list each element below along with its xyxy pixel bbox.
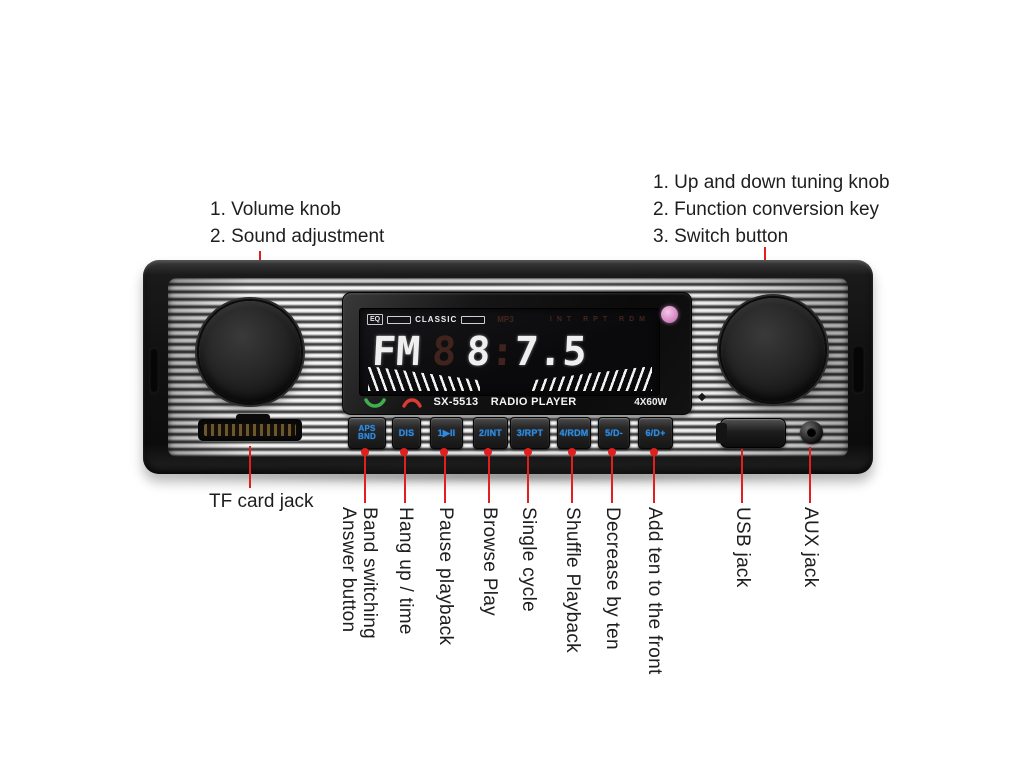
pointer-line-aux — [809, 447, 811, 503]
label-browse-play: Browse Play — [479, 507, 500, 616]
player-label: RADIO PLAYER — [490, 396, 577, 408]
tf-card-contacts — [204, 424, 296, 436]
pointer-dot-key4 — [484, 448, 492, 456]
volume-annotation-line1: 1. Volume knob — [210, 199, 341, 220]
power-rating: 4X60W — [634, 397, 667, 408]
branding-text: SX-5513 RADIO PLAYER — [331, 396, 679, 408]
tuning-annotation: 1. Up and down tuning knob 2. Function c… — [653, 169, 890, 250]
key-aps-bnd-bottom: BND — [358, 432, 376, 441]
pointer-line-key3 — [444, 453, 446, 503]
key-aps-bnd[interactable]: APS BND — [348, 417, 386, 449]
tf-card-slot[interactable] — [198, 414, 302, 441]
label-hang-up-time: Hang up / time — [395, 507, 416, 635]
aux-jack[interactable] — [800, 421, 823, 444]
band-indicator: FM — [370, 329, 422, 375]
hang-up-icon — [402, 398, 422, 408]
power-led — [661, 306, 678, 323]
pointer-line-key4 — [488, 453, 490, 503]
label-add-ten: Add ten to the front — [644, 507, 665, 675]
volume-knob[interactable] — [199, 301, 301, 403]
pointer-line-key7 — [611, 453, 613, 503]
key-4-rdm[interactable]: 4/RDM — [557, 417, 591, 449]
pointer-dot-key7 — [608, 448, 616, 456]
label-answer-band: Answer button Band switching — [338, 507, 380, 639]
lcd-display: EQ CLASSIC MP3 INT RPT RDM FM 8 8 : 7.5 — [359, 308, 660, 396]
volume-annotation-line2: 2. Sound adjustment — [210, 226, 385, 247]
key-6-d-plus[interactable]: 6/D+ — [638, 417, 673, 449]
unit-shadow — [165, 468, 855, 484]
release-key-slot-left — [149, 347, 159, 394]
tf-card-label: TF card jack — [209, 491, 314, 512]
mode-indicators: INT RPT RDM — [549, 316, 650, 323]
pointer-line-key5 — [527, 453, 529, 503]
pointer-dot-key1 — [361, 448, 369, 456]
pointer-dot-key6 — [568, 448, 576, 456]
pointer-dot-key2 — [400, 448, 408, 456]
lcd-indicator-row: EQ CLASSIC MP3 INT RPT RDM — [360, 313, 659, 326]
volume-annotation: 1. Volume knob 2. Sound adjustment — [210, 196, 384, 250]
pointer-dot-key3 — [440, 448, 448, 456]
pointer-line-key6 — [571, 453, 573, 503]
pointer-line-key1 — [364, 453, 366, 503]
ghost-digit: 8 — [430, 329, 458, 375]
classic-bracket-right — [461, 315, 486, 324]
label-single-cycle: Single cycle — [518, 507, 539, 612]
key-3-rpt[interactable]: 3/RPT — [510, 417, 550, 449]
label-pause-playback: Pause playback — [435, 507, 456, 646]
colon-separator: : — [489, 329, 516, 375]
frequency-decimal: 7.5 — [513, 329, 588, 375]
tuning-annotation-line2: 2. Function conversion key — [653, 199, 880, 220]
pointer-line-key2 — [404, 453, 406, 503]
label-band-switching: Band switching — [359, 507, 380, 639]
label-decrease-by-ten: Decrease by ten — [602, 507, 623, 650]
pointer-line-tf-card — [249, 446, 251, 488]
usb-port[interactable] — [716, 418, 786, 448]
pointer-line-key8 — [653, 453, 655, 503]
key-5-d-minus[interactable]: 5/D- — [598, 417, 630, 449]
model-number: SX-5513 — [433, 396, 479, 408]
tuning-annotation-line3: 3. Switch button — [653, 226, 789, 247]
pointer-dot-key5 — [524, 448, 532, 456]
tuning-annotation-line1: 1. Up and down tuning knob — [653, 172, 890, 193]
eq-indicator: EQ — [367, 314, 384, 325]
label-aux-jack: AUX jack — [800, 507, 821, 588]
key-dis[interactable]: DIS — [392, 417, 421, 449]
classic-indicator: CLASSIC — [415, 315, 458, 324]
car-radio-unit: EQ CLASSIC MP3 INT RPT RDM FM 8 8 : 7.5 — [143, 260, 873, 474]
answer-call-icon — [364, 398, 386, 408]
frequency-digit: 8 — [465, 329, 492, 375]
mp3-indicator: MP3 — [497, 315, 514, 324]
label-shuffle-playback: Shuffle Playback — [562, 507, 583, 653]
label-usb-jack: USB jack — [732, 507, 753, 588]
display-bezel: EQ CLASSIC MP3 INT RPT RDM FM 8 8 : 7.5 — [342, 292, 692, 415]
key-2-int[interactable]: 2/INT — [473, 417, 508, 449]
key-aps-bnd-top: APS — [358, 424, 376, 433]
frequency-readout: FM 8 8 : 7.5 — [371, 329, 654, 375]
classic-bracket-left — [387, 315, 412, 324]
pointer-dot-key8 — [650, 448, 658, 456]
tuning-knob[interactable] — [721, 298, 825, 402]
release-key-slot-right — [852, 345, 865, 394]
key-1-play-pause[interactable]: 1▶II — [430, 417, 463, 449]
label-answer-button: Answer button — [338, 507, 359, 633]
pointer-line-usb — [741, 449, 743, 503]
